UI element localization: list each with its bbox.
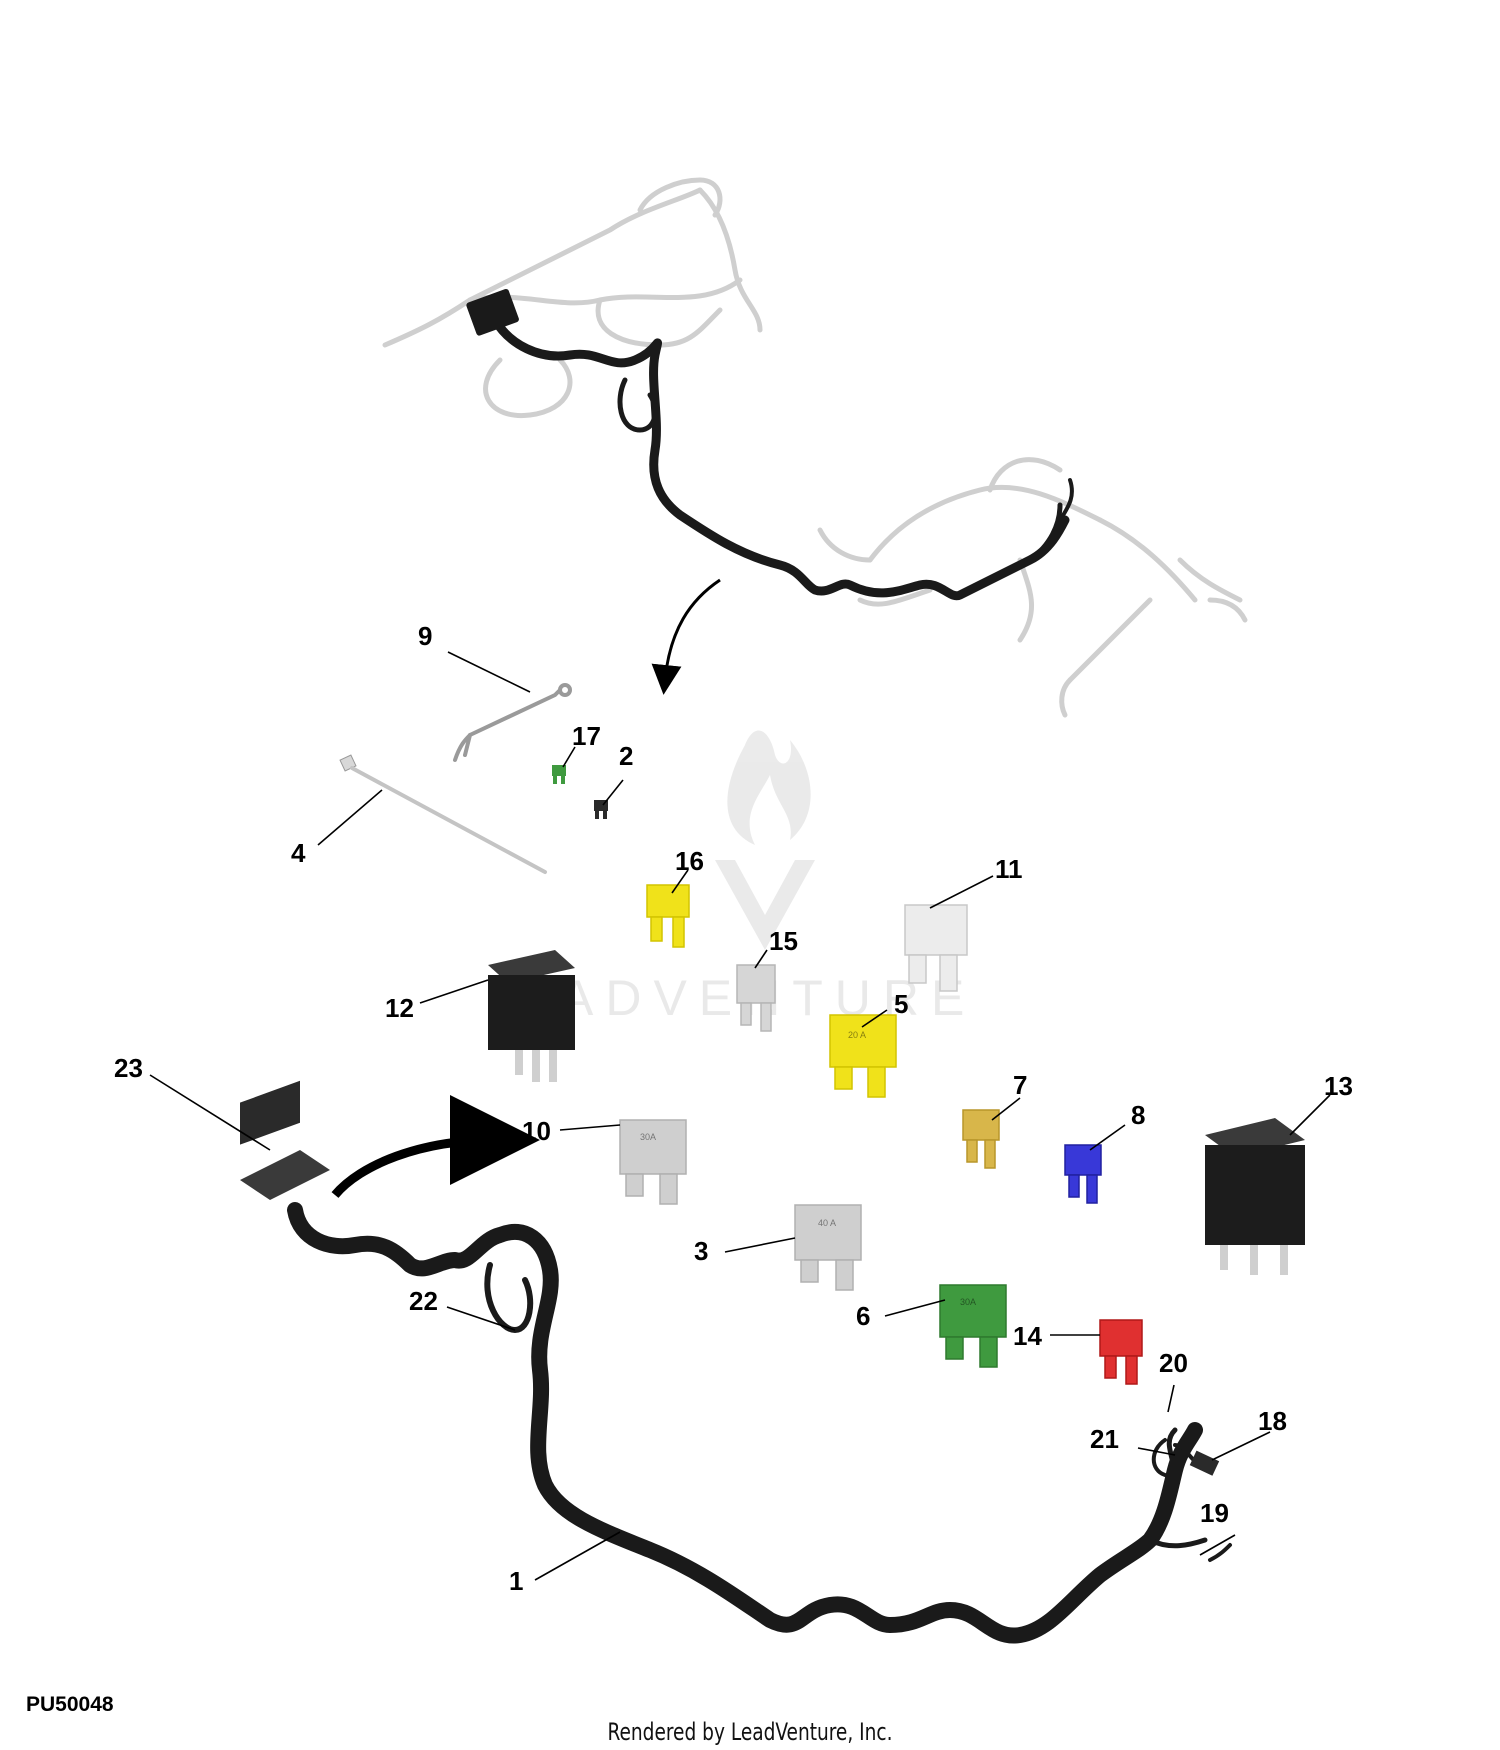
callout-8: 8: [1131, 1100, 1145, 1130]
main-harness-connector: [240, 1080, 330, 1200]
callout-20: 20: [1159, 1348, 1188, 1378]
callout-14: 14: [1013, 1321, 1042, 1351]
fuse-yellow-large-part: 20 A: [829, 1014, 897, 1098]
fuse-gray-small-part: [736, 964, 776, 1032]
fuse-gray-10-part: 30A: [619, 1119, 687, 1205]
fuse-red-part: [1099, 1319, 1143, 1385]
render-credit: Rendered by LeadVenture, Inc.: [607, 1718, 893, 1746]
callout-arrow-upper: [651, 578, 721, 695]
callout-19: 19: [1200, 1498, 1229, 1528]
cable-tie-part: [339, 754, 547, 874]
fuse-6-marking: 30A: [960, 1297, 976, 1307]
callout-9: 9: [418, 621, 432, 651]
fuse-green-part: 30A: [939, 1284, 1007, 1368]
connector-18-part: [1189, 1450, 1220, 1476]
callout-5: 5: [894, 989, 908, 1019]
main-harness: [287, 1202, 1208, 1644]
callout-10: 10: [522, 1116, 551, 1146]
callout-13: 13: [1324, 1071, 1353, 1101]
callout-22: 22: [409, 1286, 438, 1316]
fuse-3-marking: 40 A: [818, 1218, 836, 1228]
callout-21: 21: [1090, 1424, 1119, 1454]
callout-16: 16: [675, 846, 704, 876]
relay-left-part: [488, 950, 575, 1082]
callout-23: 23: [114, 1053, 143, 1083]
upper-harness-context: [382, 177, 1248, 718]
callout-arrow-lower: [331, 1095, 540, 1198]
callout-6: 6: [856, 1301, 870, 1331]
mini-fuse-black-part: [594, 800, 608, 819]
callout-7: 7: [1013, 1070, 1027, 1100]
fuse-10-marking: 30A: [640, 1132, 656, 1142]
fuse-blue-part: [1064, 1144, 1102, 1204]
figure-id: PU50048: [26, 1693, 114, 1716]
bracket-part: [453, 683, 572, 762]
relay-right-part: [1205, 1118, 1305, 1275]
mini-fuse-green-part: [552, 765, 566, 784]
upper-harness-connector: [466, 289, 519, 336]
callout-18: 18: [1258, 1406, 1287, 1436]
upper-harness: [490, 315, 1074, 601]
leader-lines: [149, 651, 1331, 1581]
callout-2: 2: [619, 741, 633, 771]
callout-4: 4: [291, 838, 306, 868]
callout-12: 12: [385, 993, 414, 1023]
fuse-tan-part: [962, 1109, 1000, 1169]
fuse-5-marking: 20 A: [848, 1030, 866, 1040]
callout-labels: 1 2 3 4 5 6 7 8 9 10 11 12 13 14 15 16 1…: [114, 621, 1353, 1596]
callout-1: 1: [509, 1566, 523, 1596]
callout-11: 11: [995, 854, 1023, 884]
callout-15: 15: [769, 926, 798, 956]
callout-17: 17: [572, 721, 601, 751]
callout-3: 3: [694, 1236, 708, 1266]
fuse-gray-3-part: 40 A: [794, 1204, 862, 1291]
fuse-yellow-small-part: [646, 884, 690, 948]
